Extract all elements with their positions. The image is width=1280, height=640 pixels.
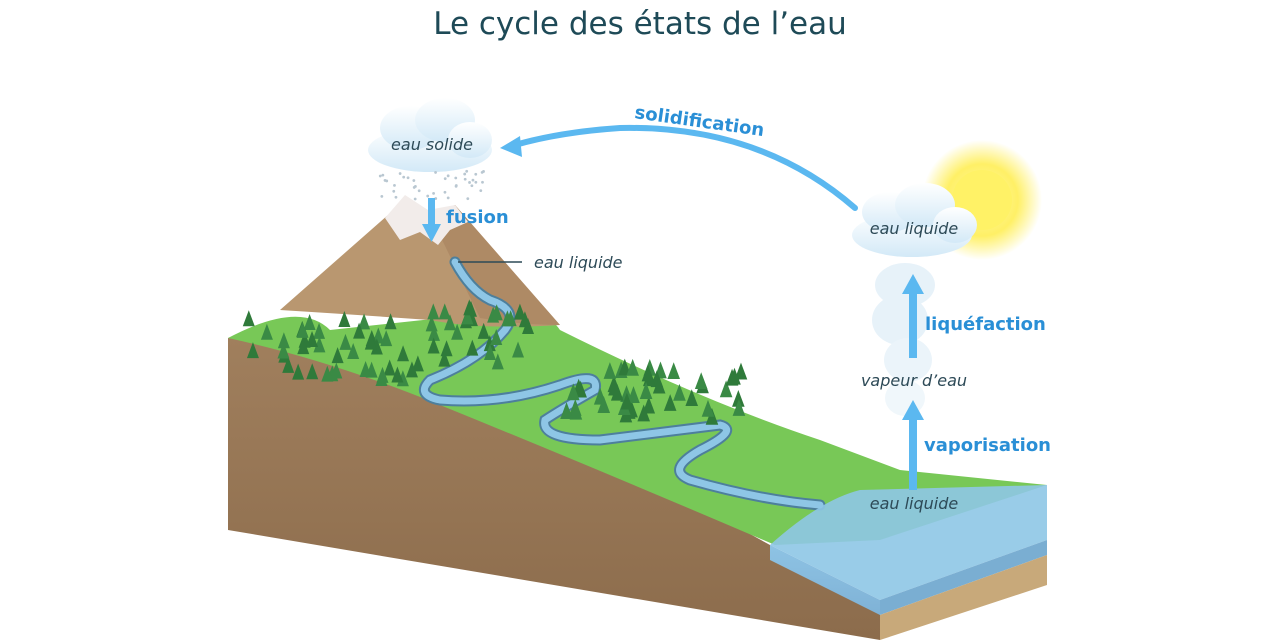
- label-eau-solide: eau solide: [391, 135, 473, 154]
- snowflake: [444, 191, 447, 194]
- fusion-arrow-shaft: [428, 198, 435, 226]
- snowflake: [447, 174, 450, 177]
- snowflake: [444, 177, 447, 180]
- label-vaporisation: vaporisation: [924, 435, 1051, 456]
- snowflake: [393, 184, 396, 187]
- liquefaction-arrow-shaft: [909, 292, 917, 358]
- vaporisation-arrow-shaft: [909, 418, 917, 490]
- label-liquefaction: liquéfaction: [925, 314, 1046, 335]
- snowflake: [379, 175, 382, 178]
- diagram-title: Le cycle des états de l’eau: [433, 6, 847, 42]
- snowflake: [385, 180, 388, 183]
- snowflake: [414, 185, 417, 188]
- snowflake: [454, 177, 457, 180]
- snowflake: [474, 173, 477, 176]
- solidification-arrow: [515, 128, 855, 208]
- label-sea-eau-liquide: eau liquide: [870, 494, 959, 513]
- snowflake: [426, 195, 429, 198]
- snowflake: [472, 179, 475, 182]
- label-stream-eau-liquide: eau liquide: [534, 253, 623, 272]
- snowflake: [479, 189, 482, 192]
- snowflake: [381, 174, 384, 177]
- snowflake: [414, 198, 417, 201]
- landscape-block: [228, 195, 1047, 640]
- snowflake: [470, 184, 473, 187]
- snowflake: [447, 196, 450, 199]
- snowflake: [402, 176, 405, 179]
- snowflake: [395, 196, 398, 199]
- snowflake: [481, 181, 484, 184]
- label-cloud-eau-liquide: eau liquide: [870, 219, 959, 238]
- snowflake: [463, 173, 466, 176]
- snowflake: [399, 172, 402, 175]
- snowflake: [474, 181, 477, 184]
- snowflake: [481, 171, 484, 174]
- label-fusion: fusion: [446, 207, 509, 228]
- tree: [243, 310, 255, 326]
- snowflake: [432, 192, 435, 195]
- snowflake: [392, 190, 395, 193]
- label-vapeur-eau: vapeur d’eau: [861, 371, 967, 390]
- snowflake: [418, 189, 421, 192]
- vapor-plume: [872, 263, 935, 416]
- snowflake: [465, 170, 468, 173]
- snowflake: [407, 176, 410, 179]
- solidification-arrowhead: [500, 136, 522, 157]
- snowflake: [380, 195, 383, 198]
- snowflake: [412, 179, 415, 182]
- tree: [695, 372, 708, 389]
- snowflake: [455, 185, 458, 188]
- snowfall: [379, 170, 485, 201]
- snowflake: [434, 171, 437, 174]
- snowflake: [464, 178, 467, 181]
- snowflake: [466, 197, 469, 200]
- tree: [667, 362, 680, 379]
- snowflake: [468, 181, 471, 184]
